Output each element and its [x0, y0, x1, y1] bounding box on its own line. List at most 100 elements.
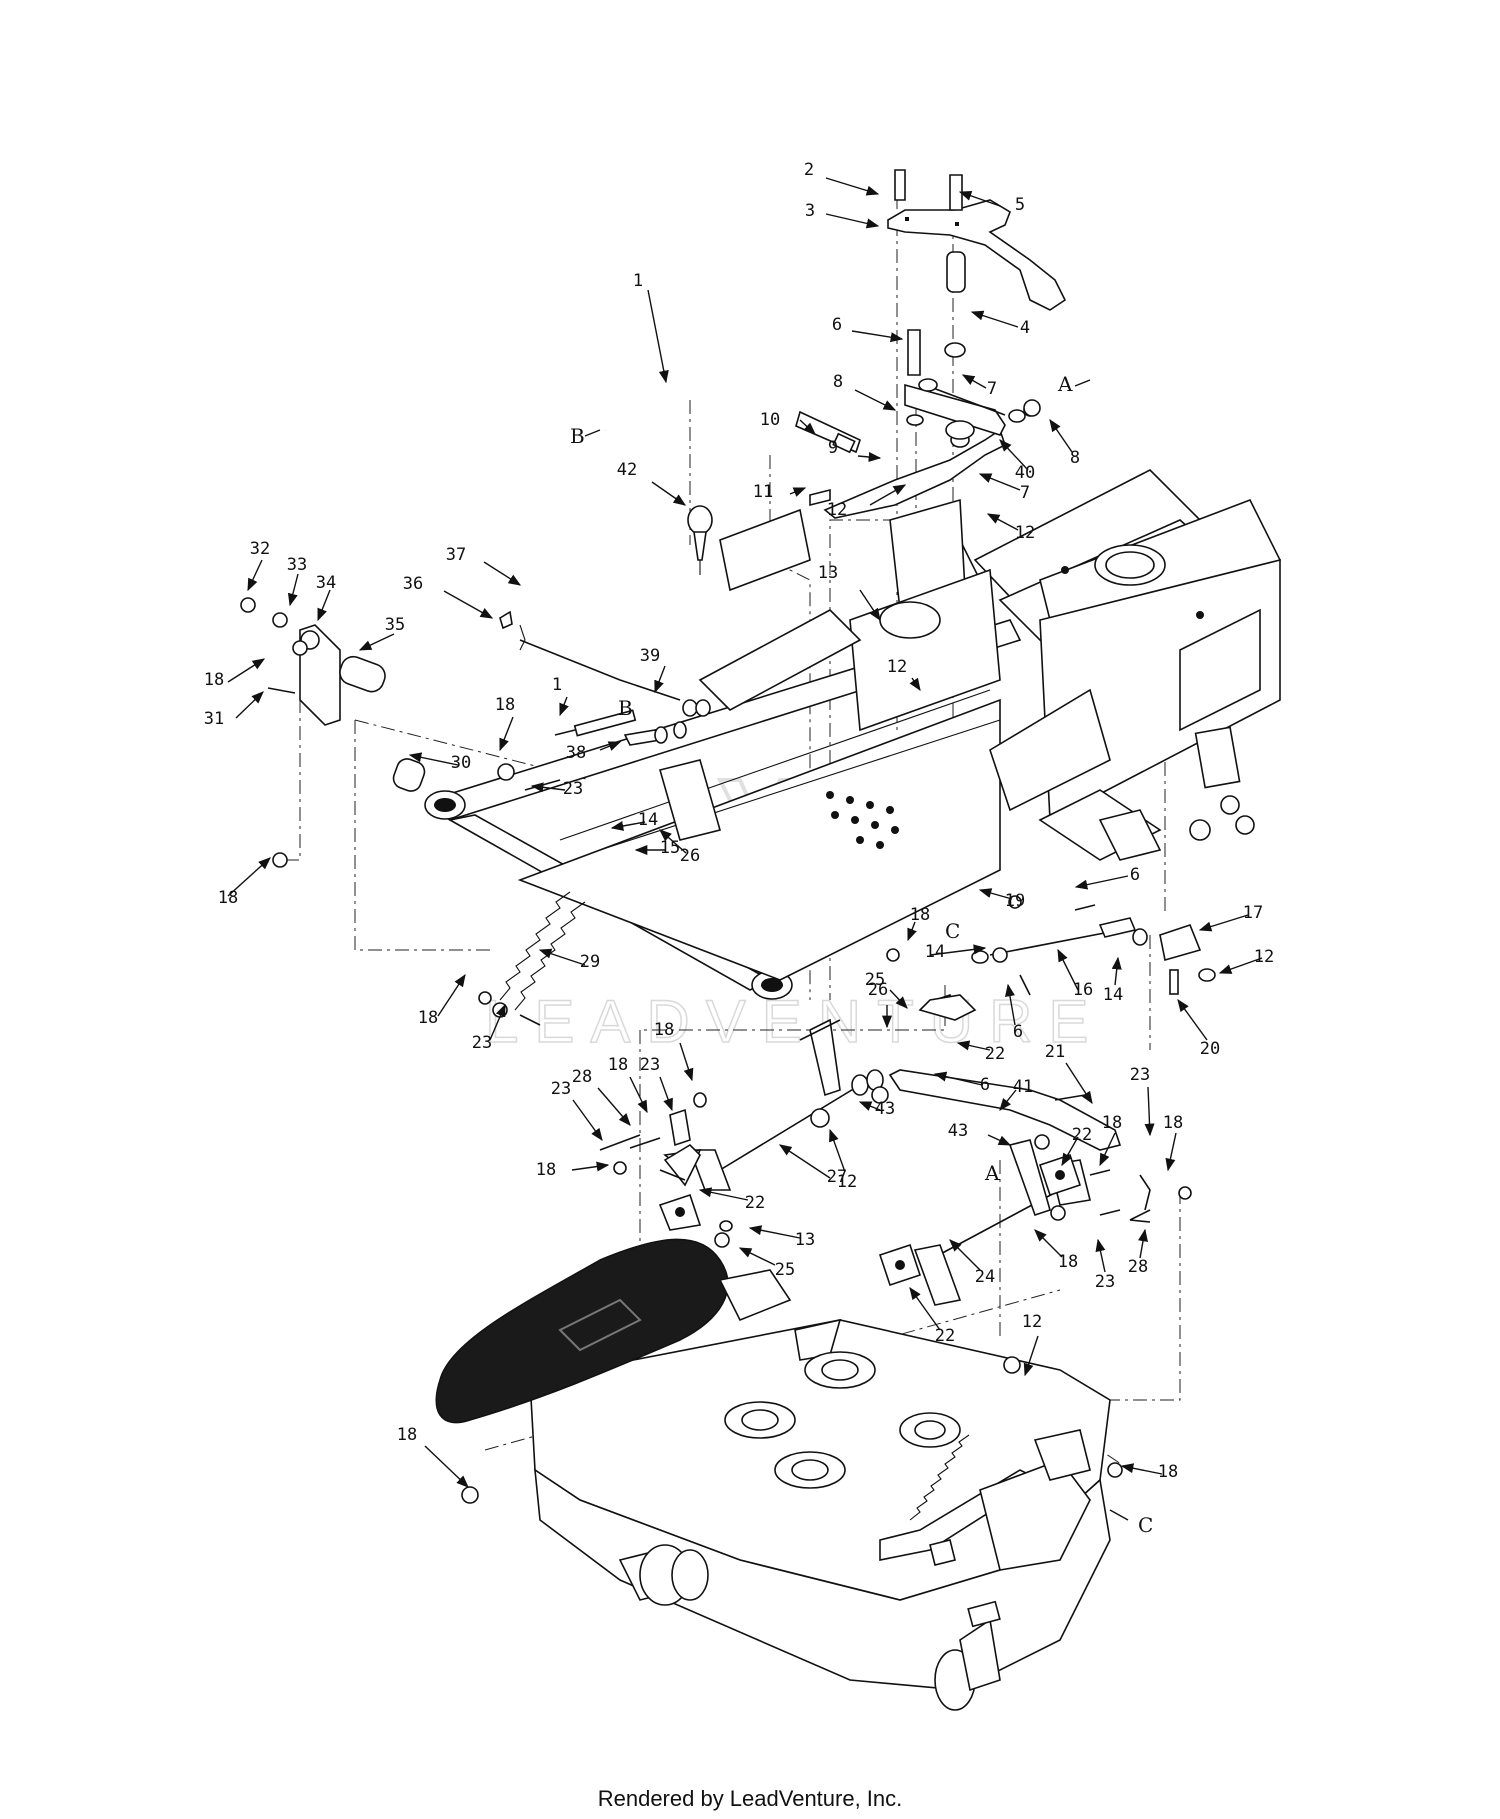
leader-line-c16	[1057, 948, 1079, 991]
callout-c18k: 18	[1058, 1252, 1078, 1272]
callout-c22d: 22	[935, 1326, 955, 1346]
callout-c26a: 26	[680, 846, 700, 866]
leader-line-c23e	[572, 1099, 603, 1142]
callout-c12d: 12	[1254, 947, 1274, 967]
callout-c25a: 25	[865, 970, 885, 990]
connector-A-top: A	[1057, 372, 1073, 396]
leader-line-c1b	[559, 696, 569, 717]
leader-line-c28a	[597, 1087, 631, 1126]
callout-c34: 34	[316, 573, 336, 593]
leader-line-c13a	[859, 589, 881, 622]
leader-line-c23c	[659, 1076, 673, 1112]
callout-c15: 15	[660, 838, 680, 858]
leader-line-c12c	[909, 677, 921, 692]
control-knob	[687, 505, 713, 575]
callout-c40: 40	[1015, 463, 1035, 483]
callout-c29: 29	[580, 952, 600, 972]
callout-c30: 30	[451, 753, 471, 773]
callout-c8a: 8	[833, 372, 843, 392]
callout-c18j: 18	[536, 1160, 556, 1180]
callout-c18c: 18	[218, 888, 238, 908]
footer-credit: Rendered by LeadVenture, Inc.	[597, 1786, 903, 1811]
leader-line-c10	[799, 419, 816, 435]
callout-c43b: 43	[948, 1121, 968, 1141]
leader-line-c22b	[1061, 1136, 1079, 1167]
watermark-text: LEADVENTURE	[485, 988, 1104, 1055]
callout-c6d: 6	[980, 1075, 990, 1095]
callout-c33: 33	[287, 555, 307, 575]
callout-c18l: 18	[397, 1425, 417, 1445]
leader-line-c43a	[858, 1101, 881, 1111]
callout-c8b: 8	[1070, 448, 1080, 468]
leader-line-c28b	[1138, 1228, 1148, 1259]
callout-c18e: 18	[418, 1008, 438, 1028]
callout-c28b: 28	[1128, 1257, 1148, 1277]
callout-c23a: 23	[563, 779, 583, 799]
main-frame	[424, 469, 1281, 1000]
leader-line-c12e	[829, 1128, 846, 1173]
leader-line-c12d	[1218, 957, 1263, 974]
callout-c22a: 22	[985, 1044, 1005, 1064]
rear-lift-shaft	[599, 994, 977, 1248]
leader-line-c38	[599, 741, 622, 751]
callout-c18g: 18	[608, 1055, 628, 1075]
callout-c12a: 12	[827, 500, 847, 520]
leader-line-c18f	[679, 1042, 694, 1082]
leader-line-c18b	[499, 716, 514, 752]
leader-line-c13b	[748, 1225, 801, 1239]
callout-c12b: 12	[1015, 523, 1035, 543]
callout-c13a: 13	[818, 563, 838, 583]
leader-line-c3	[825, 213, 880, 229]
leader-line-c23a	[530, 782, 566, 793]
leader-line-c18d	[907, 921, 917, 942]
callout-c6c: 6	[1013, 1022, 1023, 1042]
leader-line-c25a	[889, 989, 908, 1009]
leader-line-c6c	[1004, 983, 1016, 1026]
leader-line-c12f	[1023, 1335, 1039, 1377]
leader-line-c26a	[659, 829, 687, 854]
callout-c4: 4	[1020, 318, 1030, 338]
callout-c36: 36	[403, 574, 423, 594]
callout-c24: 24	[975, 1267, 995, 1287]
leader-line-c40	[999, 439, 1029, 471]
callout-c6b: 6	[1130, 865, 1140, 885]
lift-arm	[823, 378, 1041, 519]
leader-line-c12b	[986, 513, 1019, 531]
leader-line-c18a	[227, 658, 266, 683]
leader-line-c22d	[909, 1286, 941, 1331]
callout-c27: 27	[827, 1167, 847, 1187]
callout-c23f: 23	[1095, 1272, 1115, 1292]
callout-c18i: 18	[1163, 1113, 1183, 1133]
connector-letters: A B B C A C	[570, 372, 1153, 1537]
callout-c32: 32	[250, 539, 270, 559]
callout-c22c: 22	[745, 1193, 765, 1213]
leader-line-c37	[483, 561, 522, 586]
connector-B-mid: B	[618, 696, 633, 720]
control-cable	[602, 387, 861, 507]
callout-c18b: 18	[495, 695, 515, 715]
callout-c14a: 14	[638, 810, 658, 830]
callout-c22b: 22	[1072, 1125, 1092, 1145]
leader-line-c32	[247, 559, 263, 592]
leader-line-c6b	[1074, 875, 1129, 890]
leader-line-c19	[978, 888, 1013, 900]
callout-c18m: 18	[1158, 1462, 1178, 1482]
leader-line-c31	[235, 691, 264, 719]
callout-c41: 41	[1013, 1077, 1033, 1097]
connector-C-mid: C	[945, 919, 960, 943]
callout-c20: 20	[1200, 1039, 1220, 1059]
callout-c26b: 26	[868, 980, 888, 1000]
leader-line-c7b	[978, 473, 1021, 491]
leader-line-c18i	[1165, 1132, 1177, 1172]
callout-c23b: 23	[472, 1033, 492, 1053]
callout-c18a: 18	[204, 670, 224, 690]
leader-line-c30	[408, 752, 459, 766]
leader-line-c23b	[489, 1003, 506, 1041]
leader-line-c23f	[1095, 1238, 1106, 1273]
callout-c1a: 1	[633, 271, 643, 291]
callout-c11: 11	[753, 482, 773, 502]
callout-c35: 35	[385, 615, 405, 635]
callout-c42: 42	[617, 460, 637, 480]
connector-B-left: B	[570, 424, 585, 448]
